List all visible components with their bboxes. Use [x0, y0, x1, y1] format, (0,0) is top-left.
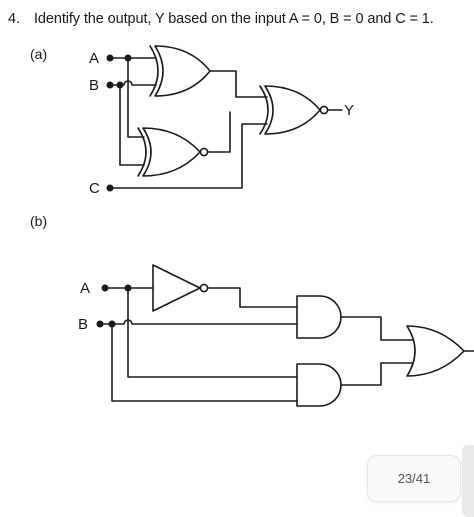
- wire-b-to-xor2: [119, 84, 145, 166]
- part-b-label: (b): [30, 213, 48, 229]
- not-gate: [152, 264, 201, 312]
- label-c-circuit-a: C: [89, 180, 100, 197]
- label-a-circuit-b: A: [80, 280, 90, 297]
- xnor-gate-output: [259, 85, 321, 135]
- wire-xor2-output: [207, 111, 231, 153]
- wire-xor1-to-xnor: [209, 70, 268, 98]
- question-body: Identify the output, Y based on the inpu…: [34, 11, 434, 27]
- and-gate-1: [296, 295, 342, 339]
- junction-b-split-b: [108, 320, 116, 328]
- wire-and2-to-or: [340, 362, 413, 386]
- xor-gate-2: [137, 127, 201, 177]
- question-text: 4. Identify the output, Y based on the in…: [8, 11, 434, 27]
- input-a-terminal-a: [106, 54, 114, 62]
- input-b-terminal-a: [106, 81, 114, 89]
- input-a-terminal-b: [101, 284, 109, 292]
- xnor-inversion-bubble: [319, 105, 329, 115]
- label-a-circuit-a: A: [89, 50, 99, 67]
- junction-b-split: [116, 81, 124, 89]
- junction-dots: [96, 54, 132, 328]
- input-c-terminal: [106, 184, 114, 192]
- wire-b-to-and1: [99, 319, 298, 325]
- and-gate-2: [296, 363, 342, 407]
- wire-and1-to-or: [340, 316, 413, 341]
- or-gate: [406, 325, 465, 377]
- label-b-circuit-a: B: [89, 77, 99, 94]
- junction-a-split-b: [124, 284, 132, 292]
- wire-not-to-and1: [207, 287, 298, 308]
- input-b-terminal-b: [96, 320, 104, 328]
- circuit-a: [109, 45, 343, 189]
- wire-c-to-xnor: [109, 123, 268, 189]
- wire-b-to-xor1: [109, 80, 157, 86]
- edge-scroll-tab[interactable]: [462, 445, 474, 517]
- circuit-b: [99, 264, 474, 407]
- page-counter: 23/41: [367, 455, 461, 502]
- junction-a-split: [124, 54, 132, 62]
- xor-gate-1: [149, 45, 211, 97]
- question-number: 4.: [8, 11, 20, 27]
- wire-a-to-xor2: [127, 57, 145, 138]
- part-a-label: (a): [30, 46, 48, 62]
- not-gate-inversion-bubble: [199, 283, 209, 293]
- label-b-circuit-b: B: [78, 316, 88, 333]
- label-y-output: Y: [344, 102, 354, 119]
- wire-b-to-and2: [111, 323, 298, 402]
- wire-a-to-and2: [127, 287, 298, 378]
- xor-gate-2-inversion-bubble: [199, 147, 209, 157]
